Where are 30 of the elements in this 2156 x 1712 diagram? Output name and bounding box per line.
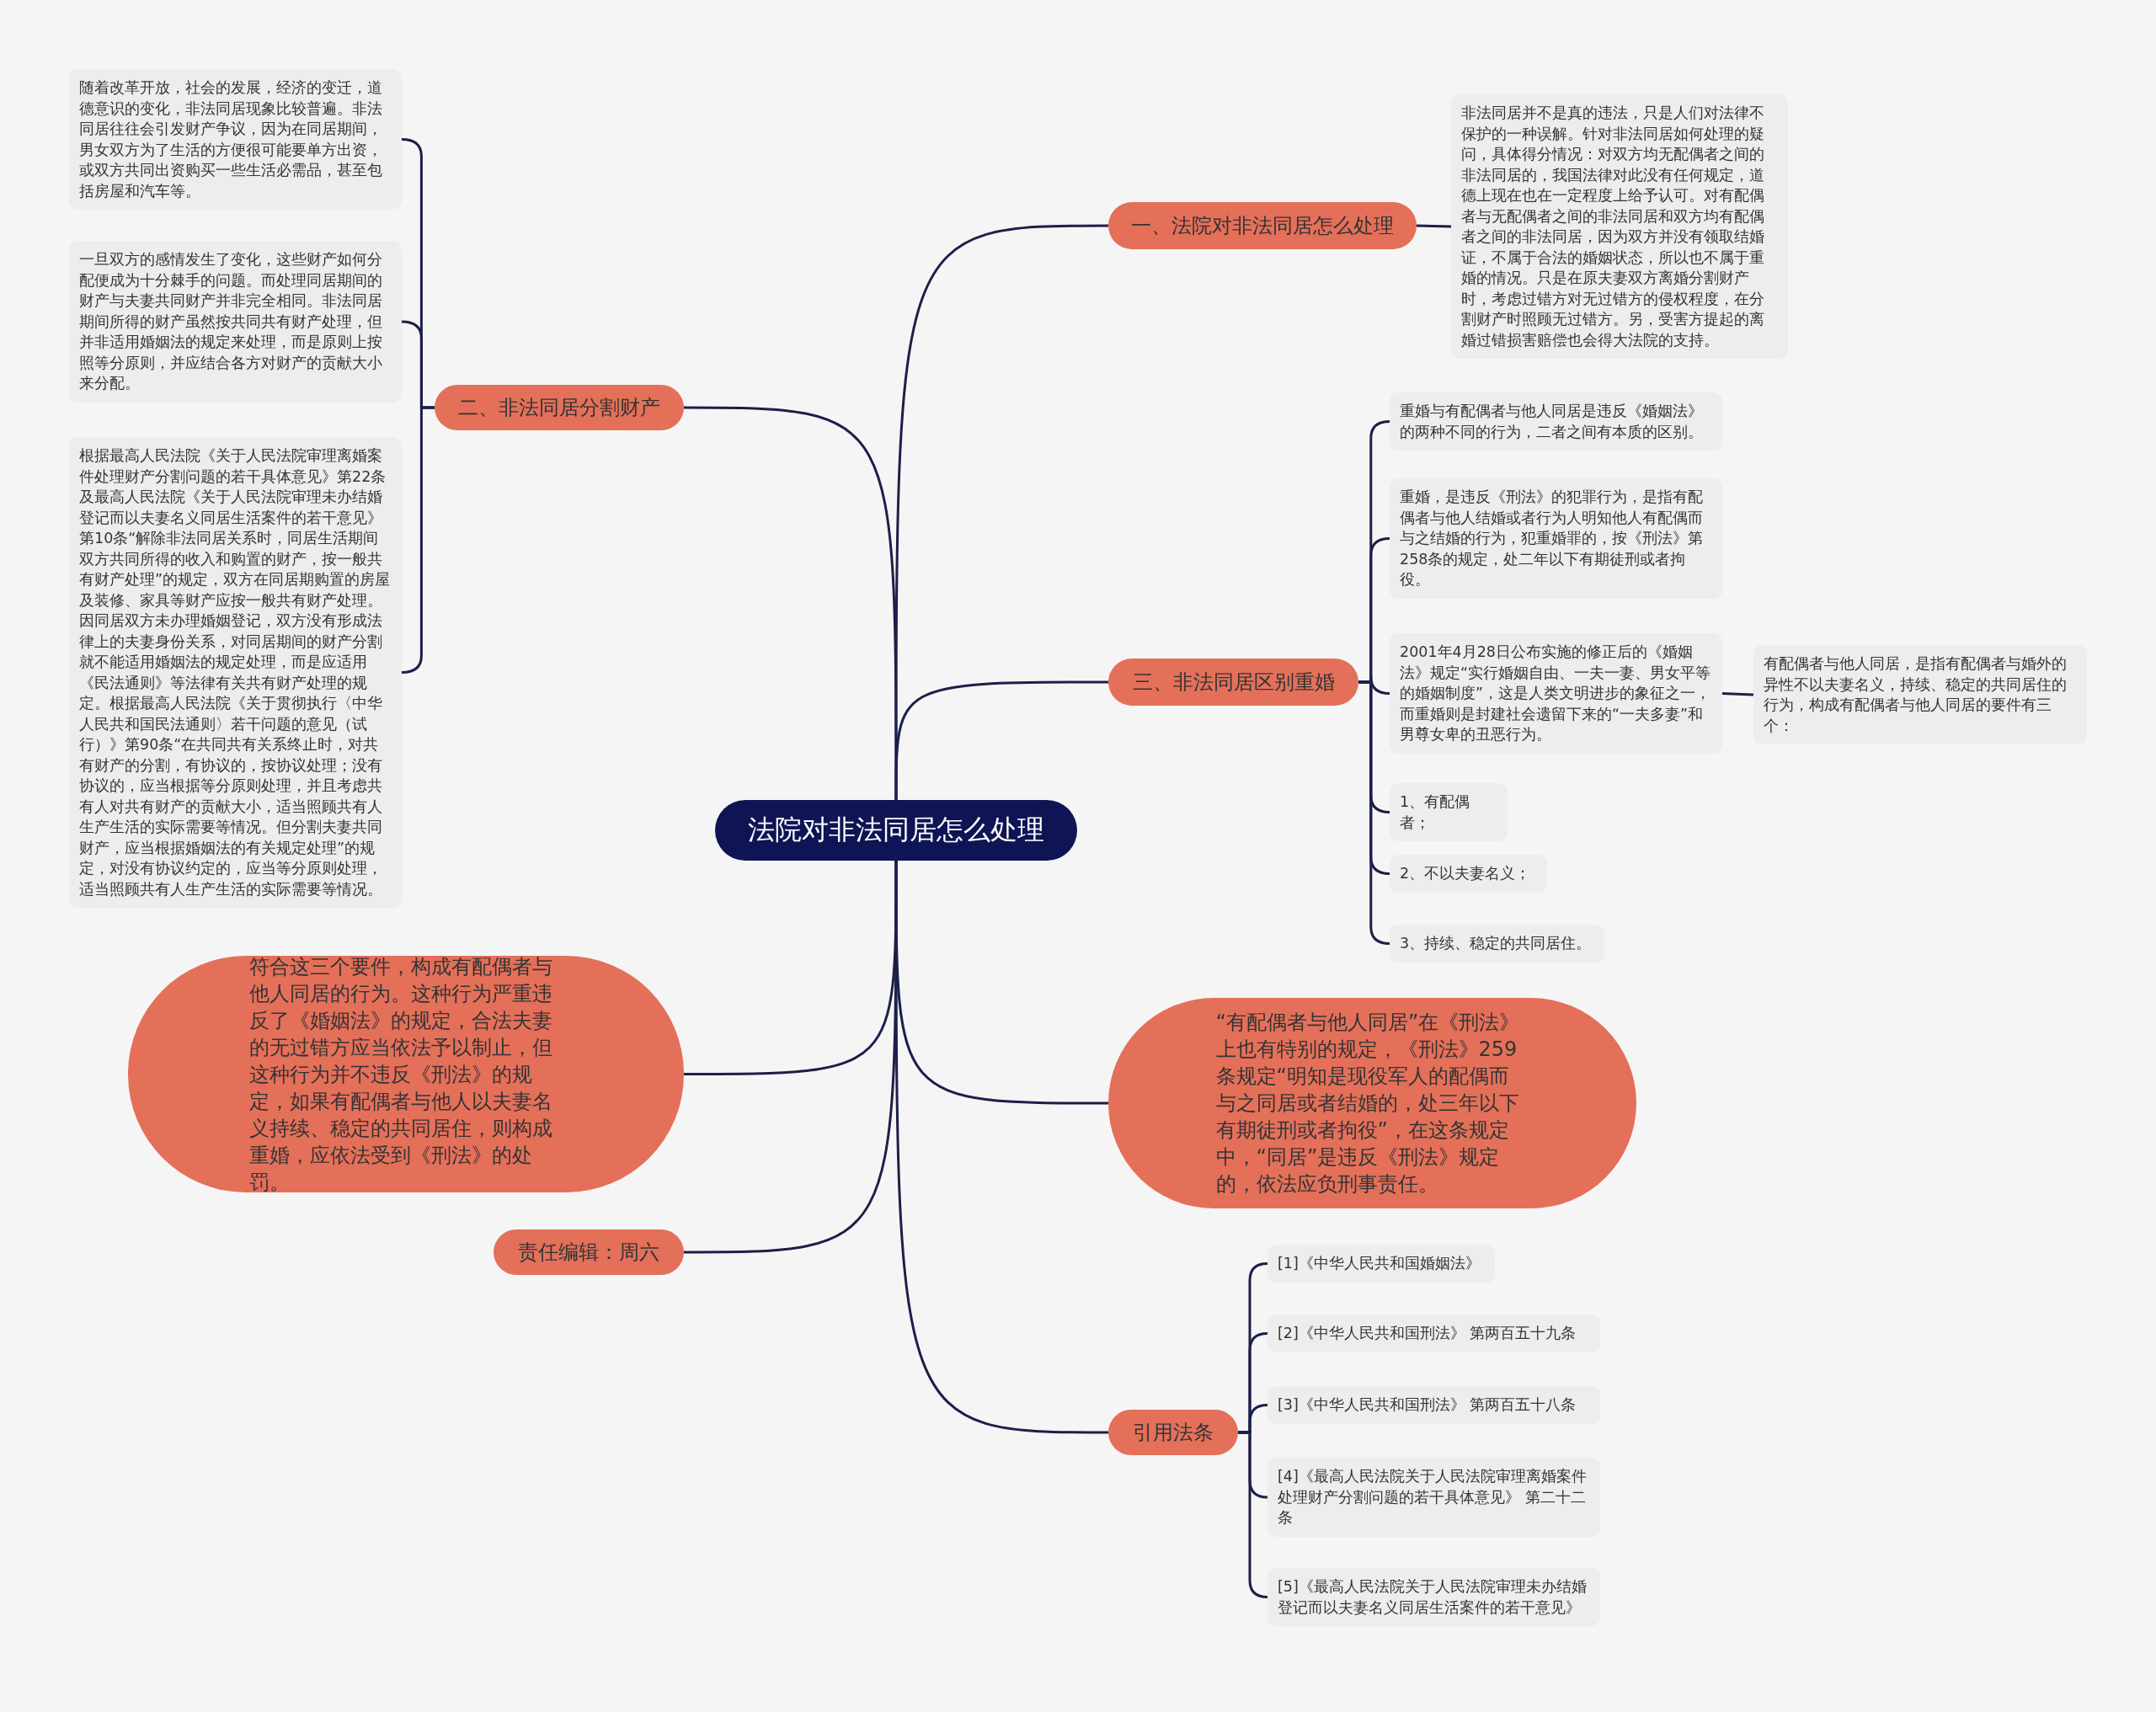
- note-box: 3、持续、稳定的共同居住。: [1390, 925, 1604, 963]
- note-box: 非法同居并不是真的违法，只是人们对法律不保护的一种误解。针对非法同居如何处理的疑问，具体得分情况：对双方均无配偶者之间的非法同居的，我国法律对此没有任何规定，道德上现在也在一定程度上给予认可。对有配偶者与无配偶者之间的非法同居和双方均有配偶者之间的非法同居，因为双方并没有领取结婚证，不属于合法的婚姻状态，所以也不属于重婚的情况。只是在原夫妻双方离婚分割财产时，考虑过错方对无过错方的侵权程度，在分割财产时照顾无过错方。另，受害方提起的离婚过错损害赔偿也会得大法院的支持。: [1451, 94, 1788, 359]
- central-topic-box: 法院对非法同居怎么处理: [715, 800, 1077, 861]
- note-box: [3]《中华人民共和国刑法》 第两百五十八条: [1267, 1386, 1600, 1424]
- note-box: 2、不以夫妻名义；: [1390, 855, 1547, 893]
- note-box: [4]《最高人民法院关于人民法院审理离婚案件处理财产分割问题的若干具体意见》 第二十二条: [1267, 1458, 1600, 1537]
- note-box: [2]《中华人民共和国刑法》 第两百五十九条: [1267, 1315, 1600, 1352]
- connector-line: [894, 680, 1108, 800]
- note-box: 2001年4月28日公布实施的修正后的《婚姻法》规定“实行婚姻自由、一夫一妻、男女平等的婚姻制度”，这是人类文明进步的象征之一，而重婚则是封建社会遗留下来的“一夫多妻”和男尊女卑的丑恶行为。: [1390, 633, 1722, 754]
- note-box: [5]《最高人民法院关于人民法院审理未办结婚登记而以夫妻名义同居生活案件的若干意见》: [1267, 1568, 1600, 1626]
- note-box: 重婚，是违反《刑法》的犯罪行为，是指有配偶者与他人结婚或者行为人明知他人有配偶而与之结婚的行为，犯重婚罪的，按《刑法》第258条的规定，处二年以下有期徒刑或者拘役。: [1390, 478, 1722, 599]
- connector-line: [684, 406, 898, 800]
- note-pill: “有配偶者与他人同居”在《刑法》上也有特别的规定，《刑法》259条规定“明知是现役军人的配偶而与之同居或者结婚的，处三年以下有期徒刑或者拘役”，在这条规定中，“同居”是违反《刑法》规定的，依法应负刑事责任。: [1108, 998, 1636, 1208]
- topic-pill: 引用法条: [1108, 1410, 1238, 1455]
- connector-line: [894, 861, 1108, 1434]
- note-box: 有配偶者与他人同居，是指有配偶者与婚外的异性不以夫妻名义，持续、稳定的共同居住的行为，构成有配偶者与他人同居的要件有三个：: [1753, 645, 2087, 744]
- note-box: 一旦双方的感情发生了变化，这些财产如何分配便成为十分棘手的问题。而处理同居期间的财产与夫妻共同财产并非完全相同。非法同居期间所得的财产虽然按共同共有财产处理，但并非适用婚姻法的规定来处理，而是原则上按照等分原则，并应结合各方对财产的贡献大小来分配。: [69, 241, 402, 403]
- note-box: 重婚与有配偶者与他人同居是违反《婚姻法》的两种不同的行为，二者之间有本质的区别。: [1390, 392, 1722, 451]
- connector-line: [1721, 692, 1754, 696]
- note-box: 1、有配偶者；: [1390, 783, 1508, 841]
- note-box: [1]《中华人民共和国婚姻法》: [1267, 1245, 1495, 1283]
- note-pill: 符合这三个要件，构成有配偶者与他人同居的行为。这种行为严重违反了《婚姻法》的规定，合法夫妻的无过错方应当依法予以制止，但这种行为并不违反《刑法》的规定，如果有配偶者与他人以夫妻名义持续、稳定的共同居住，则构成重婚，应依法受到《刑法》的处罚。: [128, 956, 684, 1192]
- topic-pill: 三、非法同居区别重婚: [1108, 659, 1358, 706]
- connector-line: [1416, 224, 1452, 228]
- topic-pill: 一、法院对非法同居怎么处理: [1108, 202, 1417, 249]
- connector-line: [684, 861, 898, 1254]
- note-box: 根据最高人民法院《关于人民法院审理离婚案件处理财产分割问题的若干具体意见》第22条及最高人民法院《关于人民法院审理未办结婚登记而以夫妻名义同居生活案件的若干意见》第10条“解除非法同居关系时，同居生活期间双方共同所得的收入和购置的财产，按一般共有财产处理”的规定，双方在同居期购置的房屋及装修、家具等财产应按一般共有财产处理。因同居双方未办理婚姻登记，双方没有形成法律上的夫妻身份关系，对同居期间的财产分割就不能适用婚姻法的规定处理，而是应适用《民法通则》等法律有关共有财产处理的规定。根据最高人民法院《关于贯彻执行〈中华人民共和国民法通则〉若干问题的意见（试行）》第90条“在共同共有关系终止时，对共有财产的分割，有协议的，按协议处理；没有协议的，应当根据等分原则处理，并且考虑共有人对共有财产的贡献大小，适当照顾共有人生产生活的实际需要等情况。但分割夫妻共同财产，应当根据婚姻法的有关规定处理”的规定，对没有协议约定的，应当等分原则处理，适当照顾共有人生产生活的实际需要等情况。: [69, 437, 402, 908]
- topic-pill: 二、非法同居分割财产: [435, 385, 684, 430]
- topic-pill: 责任编辑：周六: [494, 1229, 684, 1275]
- note-box: 随着改革开放，社会的发展，经济的变迁，道德意识的变化，非法同居现象比较普遍。非法同居往往会引发财产争议，因为在同居期间，男女双方为了生活的方便很可能要单方出资，或双方共同出资购买一些生活必需品，甚至包括房屋和汽车等。: [69, 69, 402, 210]
